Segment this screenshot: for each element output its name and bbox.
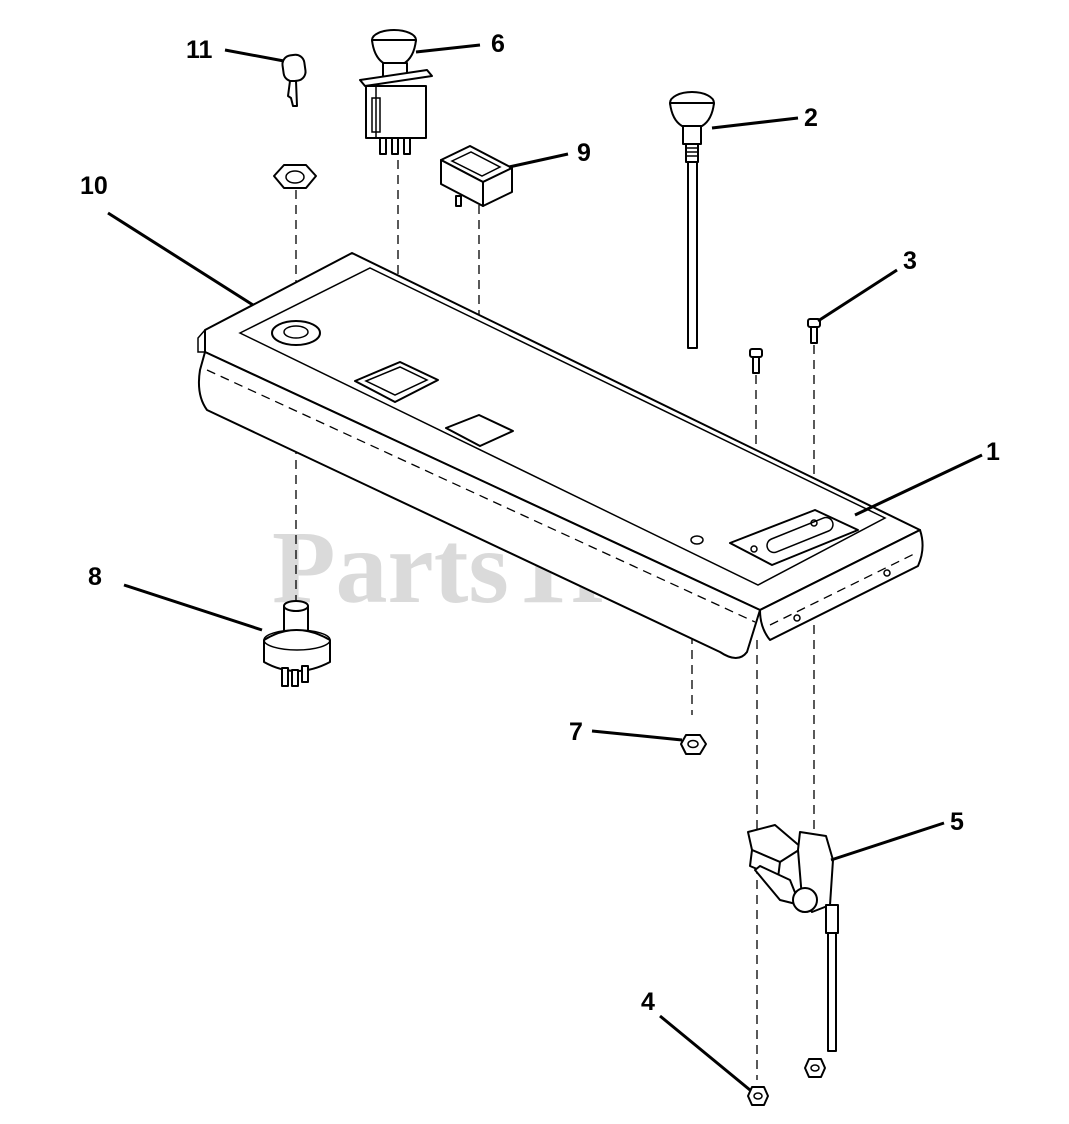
- lower-nut-left-hole: [753, 1092, 763, 1100]
- pto-flange: [359, 69, 433, 87]
- pto-cutout-inner: [364, 366, 429, 396]
- ignition-terminal-2: [291, 669, 299, 687]
- lower-nut-right-hole: [810, 1064, 820, 1072]
- callout-10: 10: [80, 172, 108, 200]
- key-blade: [287, 80, 298, 107]
- choke-knob-body: [669, 102, 715, 127]
- throttle-cable: [827, 932, 837, 1052]
- pto-housing: [365, 85, 427, 139]
- dash-panel-end-fold: [769, 552, 917, 626]
- callout-2: 2: [804, 104, 818, 132]
- leader-8: [123, 583, 263, 632]
- rocker-switch: [440, 145, 513, 207]
- rocker-tab: [455, 195, 462, 207]
- lower-nut-right: [804, 1058, 826, 1078]
- choke-nut-body: [680, 734, 707, 755]
- throttle-cable-clamp: [825, 904, 839, 934]
- throttle-slot: [766, 516, 834, 554]
- rocker-side: [482, 167, 513, 207]
- pto-cutout: [354, 361, 439, 403]
- key-part: [281, 53, 307, 107]
- callout-11: 11: [186, 36, 213, 64]
- screw-right-shank: [810, 326, 818, 344]
- dash-panel-end: [759, 529, 924, 641]
- dash-panel-left-flange: [197, 329, 206, 353]
- leader-1: [854, 453, 983, 517]
- callouts: 11 6 2 9 10 3 1 8 7 5 4: [80, 30, 1000, 1016]
- throttle-pivot: [792, 887, 818, 913]
- pto-terminal-1: [379, 137, 387, 155]
- leader-7: [591, 729, 683, 742]
- leader-6: [415, 43, 481, 54]
- ignition-flange: [263, 629, 331, 651]
- pto-clip: [371, 97, 381, 133]
- leader-9: [508, 152, 569, 169]
- throttle-plate-hole-2: [810, 519, 818, 527]
- dash-panel-inset: [238, 267, 887, 586]
- throttle-lever-top: [747, 824, 803, 863]
- ignition-switch: [263, 600, 331, 687]
- lower-nuts: [747, 1058, 826, 1106]
- throttle-body-left: [754, 865, 801, 906]
- dash-panel: [197, 252, 924, 659]
- pto-knob-body: [371, 39, 417, 65]
- callout-9: 9: [577, 139, 591, 167]
- leader-11: [224, 48, 285, 63]
- hex-nut-hole: [285, 170, 305, 184]
- dash-panel-end-hole-2: [883, 569, 891, 577]
- pto-terminal-2: [391, 137, 399, 155]
- choke-cable: [669, 91, 715, 349]
- screw-left-shank: [752, 356, 760, 374]
- throttle-plate: [729, 509, 859, 566]
- screws: [749, 318, 821, 374]
- throttle-control: [747, 824, 839, 1052]
- pto-switch: [359, 29, 433, 155]
- dash-panel-fold-line: [206, 369, 756, 623]
- callout-3: 3: [903, 247, 917, 275]
- leader-5: [830, 821, 945, 862]
- screw-left-head: [749, 348, 763, 358]
- dash-panel-front: [197, 351, 761, 659]
- lower-nut-left: [747, 1086, 769, 1106]
- callout-4: 4: [641, 988, 655, 1016]
- callout-8: 8: [88, 563, 102, 591]
- callout-7: 7: [569, 718, 583, 746]
- dash-panel-end-hole-1: [793, 614, 801, 622]
- callout-1: 1: [986, 438, 1000, 466]
- hex-nut-body: [273, 164, 317, 189]
- ignition-nut: [273, 164, 317, 189]
- leader-10: [107, 211, 254, 307]
- pto-terminal-3: [403, 137, 411, 155]
- ignition-terminal-1: [281, 667, 289, 687]
- rocker-cutout: [445, 414, 514, 447]
- choke-threads: [685, 143, 699, 163]
- callout-5: 5: [950, 808, 964, 836]
- ignition-barrel-top: [283, 600, 309, 612]
- ignition-hole-inner: [283, 325, 309, 339]
- callout-6: 6: [491, 30, 505, 58]
- ignition-hole: [271, 320, 321, 346]
- leader-4: [659, 1014, 751, 1092]
- rocker-button: [450, 151, 502, 177]
- throttle-plate-hole-1: [750, 545, 758, 553]
- leader-2: [711, 116, 799, 130]
- choke-rod: [687, 161, 698, 349]
- choke-nut-hole: [687, 739, 699, 749]
- leader-3: [817, 268, 898, 323]
- ignition-terminal-3: [301, 665, 309, 683]
- choke-collar: [682, 125, 702, 145]
- key-head: [281, 53, 307, 83]
- choke-hole: [690, 535, 704, 545]
- choke-nut: [680, 734, 707, 755]
- leader-lines: [107, 43, 983, 1092]
